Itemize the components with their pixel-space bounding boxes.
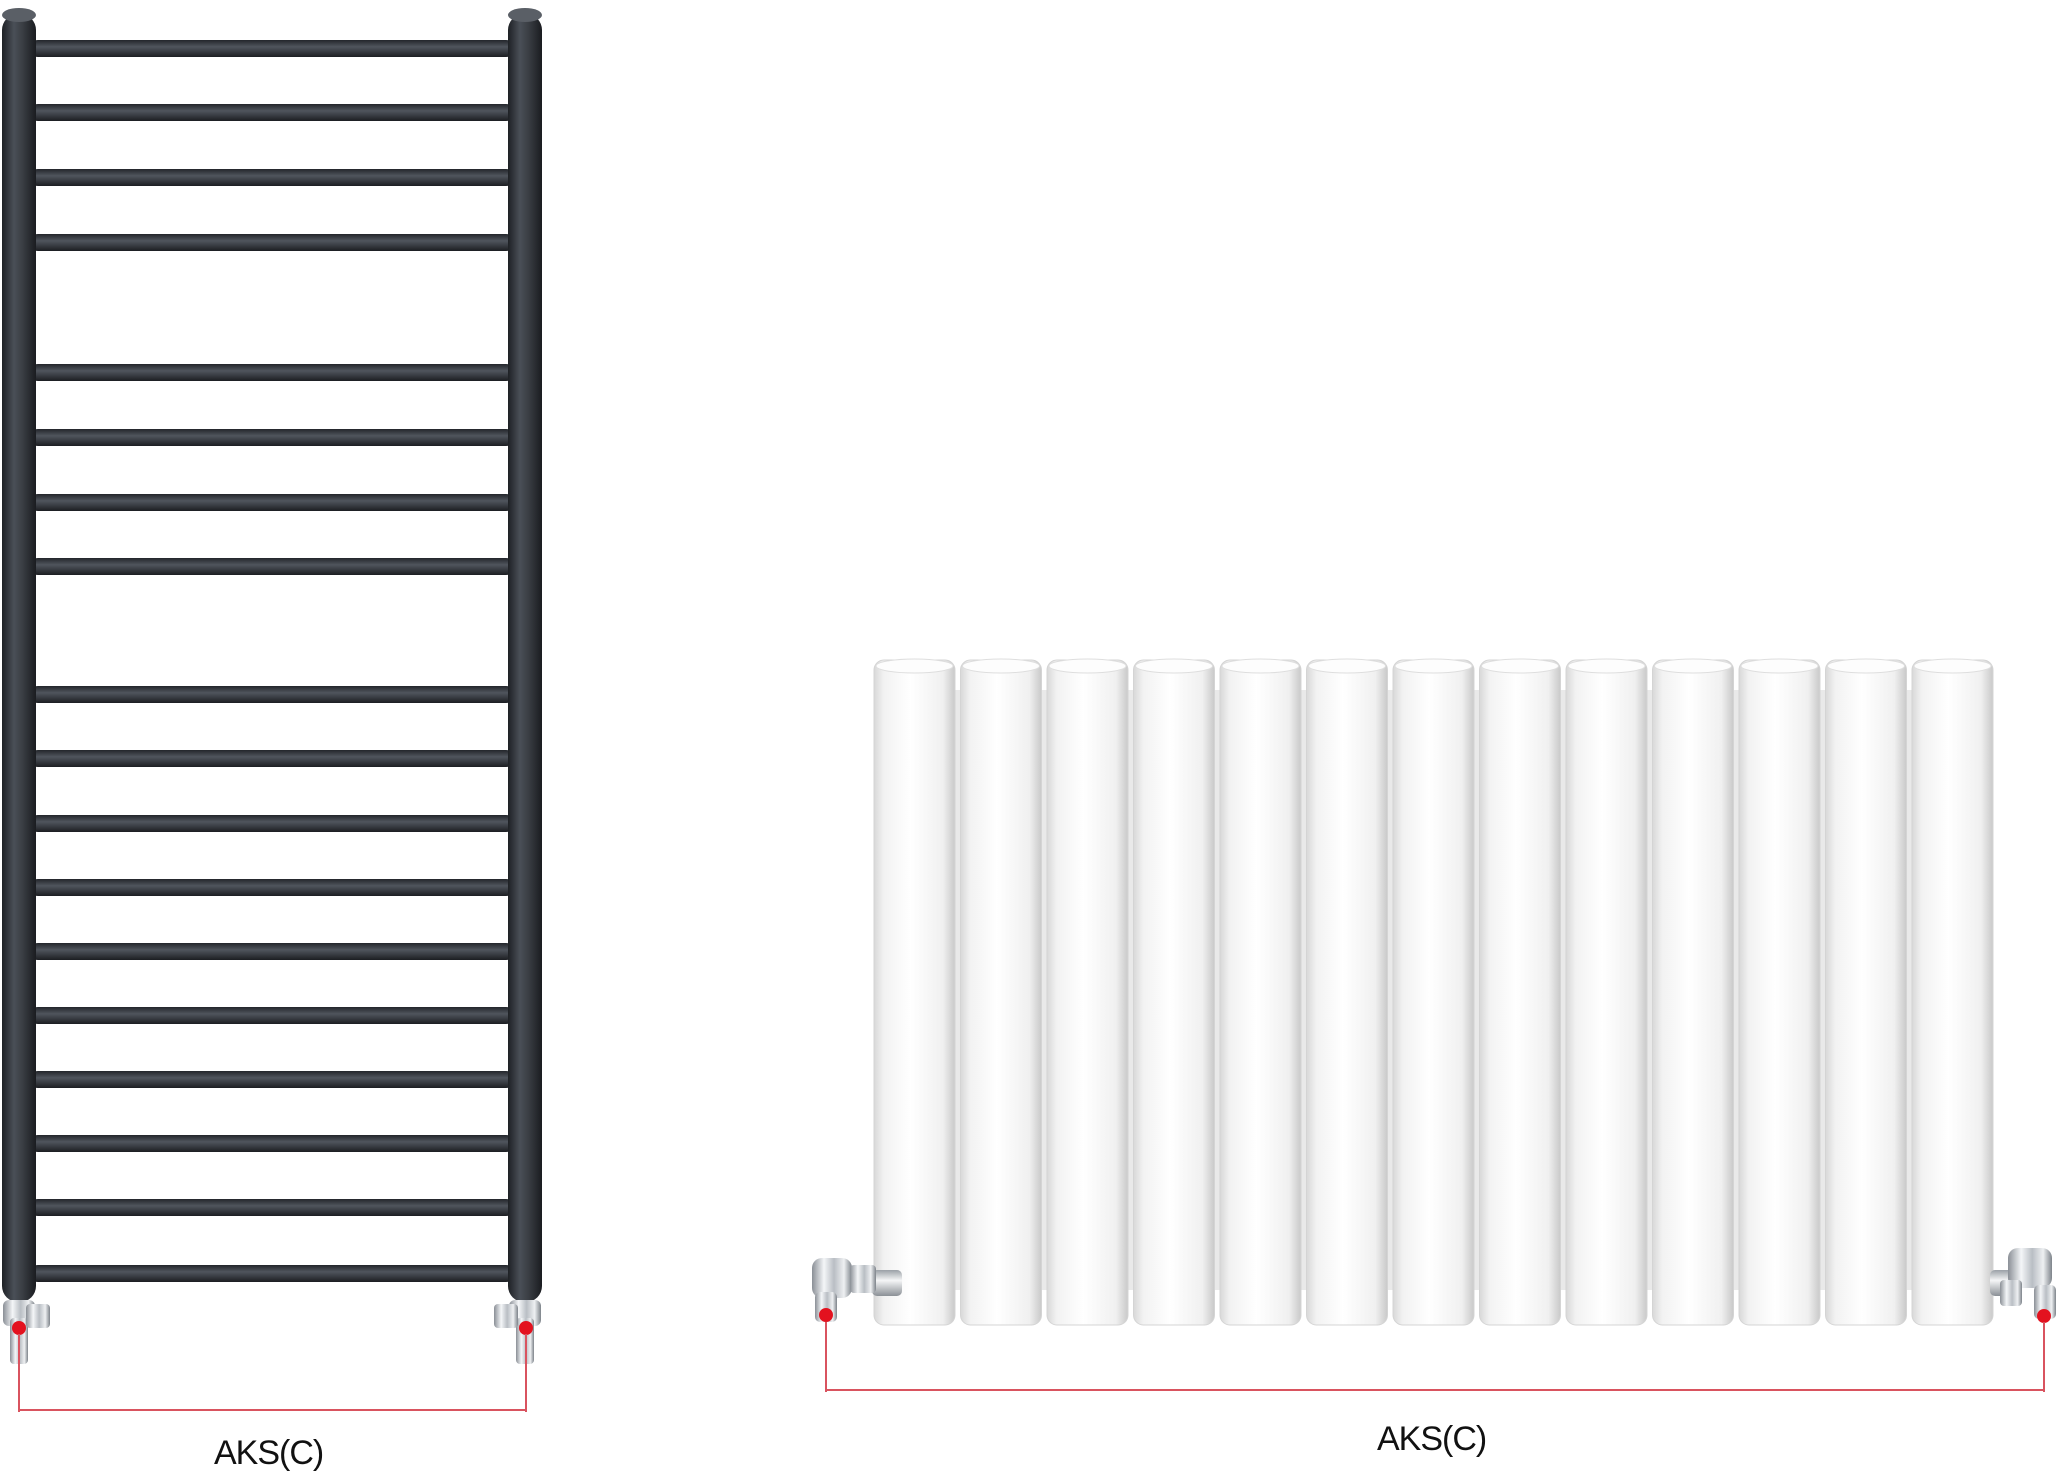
radiator-column: [1392, 659, 1475, 1326]
column-top-cap: [1567, 658, 1646, 674]
column-top-cap: [1481, 658, 1559, 674]
towel-rail: [30, 494, 514, 511]
towel-rail: [30, 364, 514, 381]
column-top-cap: [1654, 658, 1732, 674]
radiator-column: [1911, 659, 1994, 1326]
towel-rail: [30, 40, 514, 57]
column-top-cap: [875, 658, 954, 674]
towel-rails: [30, 40, 514, 1282]
towel-rail: [30, 429, 514, 446]
radiator-column: [1479, 659, 1561, 1326]
column-top-cap: [1827, 658, 1905, 674]
radiator-column: [1306, 659, 1388, 1326]
left-upright-pipe: [2, 14, 36, 1302]
valve-marker-dot: [519, 1321, 533, 1335]
valve-marker-dot: [2037, 1309, 2051, 1323]
towel-rail: [30, 1199, 514, 1216]
radiator-column: [1825, 659, 1907, 1326]
right-upright-pipe: [508, 14, 542, 1302]
towel-rail: [30, 943, 514, 960]
radiator-column: [1046, 659, 1129, 1326]
valve-marker-dot: [819, 1308, 833, 1322]
left-valve: [812, 1258, 902, 1322]
towel-rail: [30, 558, 514, 575]
column-top-cap: [1308, 658, 1386, 674]
towel-rail: [30, 234, 514, 251]
radiator-column: [1652, 659, 1734, 1326]
towel-rail: [30, 750, 514, 767]
column-top-cap: [1913, 658, 1992, 674]
left-valve: [3, 1300, 50, 1364]
towel-rail: [30, 169, 514, 186]
radiator-column: [1565, 659, 1648, 1326]
dimension-label-left: AKS(C): [214, 1434, 324, 1472]
radiator-column: [1219, 659, 1302, 1326]
towel-rail-radiator: [2, 8, 542, 1412]
towel-rail: [30, 1071, 514, 1088]
radiator-column: [960, 659, 1042, 1326]
column-top-cap: [1740, 658, 1819, 674]
radiator-column: [1133, 659, 1215, 1326]
towel-rail: [30, 686, 514, 703]
towel-rail: [30, 815, 514, 832]
towel-rail: [30, 1265, 514, 1282]
dimension-line-left: [18, 1334, 527, 1412]
column-top-cap: [1221, 658, 1300, 674]
dimension-label-right: AKS(C): [1377, 1420, 1487, 1458]
dimension-line-right: [825, 1322, 2045, 1392]
column-top-cap: [1135, 658, 1213, 674]
column-top-cap: [1394, 658, 1473, 674]
valve-marker-dot: [12, 1321, 26, 1335]
column-radiator: [812, 658, 2056, 1392]
towel-rail: [30, 1135, 514, 1152]
radiator-columns: [873, 658, 1994, 1326]
towel-rail: [30, 104, 514, 121]
towel-rail: [30, 1007, 514, 1024]
radiator-column: [873, 659, 956, 1326]
radiator-column: [1738, 659, 1821, 1326]
column-top-cap: [962, 658, 1040, 674]
right-valve: [494, 1300, 541, 1364]
towel-rail: [30, 879, 514, 896]
right-valve: [1990, 1248, 2056, 1323]
column-top-cap: [1048, 658, 1127, 674]
